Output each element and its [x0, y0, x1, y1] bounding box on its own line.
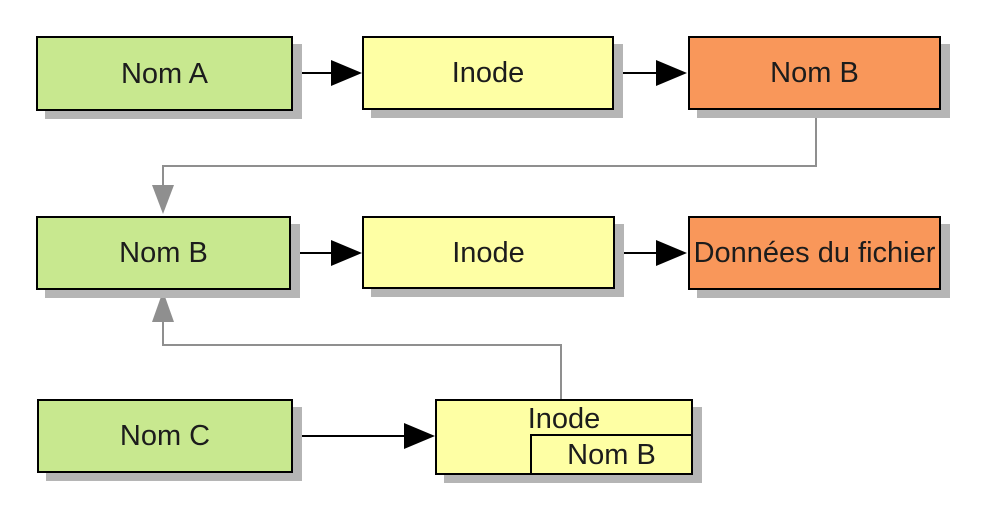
arrow-nom-b-to-inode [291, 240, 362, 266]
box-inode-row3: Inode Nom B [435, 399, 693, 475]
box-nom-b-symlink: Nom B [688, 36, 941, 110]
box-label: Nom B [119, 237, 208, 269]
arrowhead-down-icon [152, 185, 174, 214]
arrowhead-right-icon [331, 240, 362, 266]
box-label: Nom C [119, 420, 211, 452]
box-label: Inode [452, 236, 525, 269]
box-label: Données du fichier [693, 237, 936, 269]
arrowhead-right-icon [404, 423, 435, 449]
box-label: Nom A [120, 57, 209, 90]
arrow-nom-c-to-inode [293, 423, 435, 449]
box-nom-c: Nom C [37, 399, 293, 473]
box-inode-row2: Inode [362, 216, 615, 289]
arrowhead-up-icon [152, 291, 174, 322]
box-label: Inode [451, 57, 525, 89]
box-label: Nom B [567, 438, 656, 471]
arrowhead-right-icon [656, 240, 687, 266]
connector-nom-b-up [152, 291, 562, 399]
arrowhead-right-icon [331, 60, 362, 86]
box-nom-a: Nom A [36, 36, 293, 111]
box-donnees-fichier: Données du fichier [688, 216, 941, 290]
box-nom-b-name: Nom B [36, 216, 291, 290]
arrow-nom-a-to-inode [293, 60, 362, 86]
box-label: Inode [527, 402, 601, 435]
box-inode-entry-nom-b: Nom B [530, 434, 693, 475]
box-inode-row1: Inode [362, 36, 614, 110]
box-label: Nom B [770, 57, 859, 89]
arrow-inode-to-nom-b [614, 60, 687, 86]
arrow-inode-to-donnees [615, 240, 687, 266]
arrowhead-right-icon [656, 60, 687, 86]
connector-nom-b-down [152, 110, 817, 214]
